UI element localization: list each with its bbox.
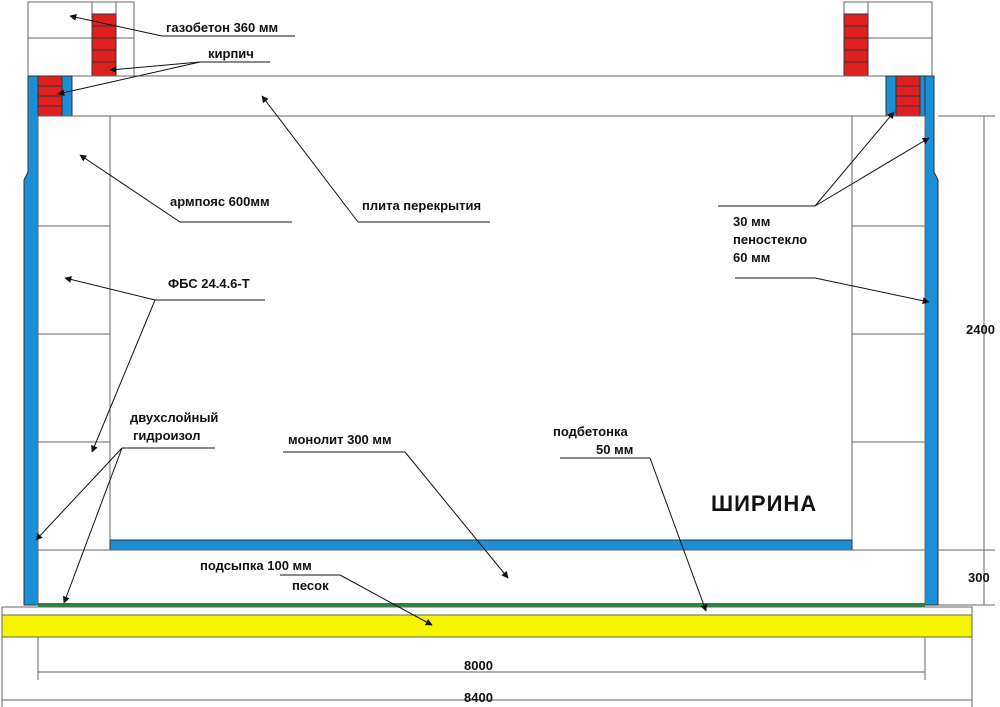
dim-slab-thickness: 300 [968, 570, 990, 585]
brick-slab-right [885, 75, 926, 117]
label-waterproofing-2: гидроизол [133, 428, 201, 443]
dim-wall-height: 2400 [966, 322, 995, 337]
aerated-concrete-right [843, 1, 933, 77]
floor-slab [71, 75, 887, 117]
aerated-concrete-left [27, 1, 135, 77]
label-monolith: монолит 300 мм [288, 432, 392, 447]
label-floor-slab: плита перекрытия [362, 198, 482, 213]
label-sand-bedding-2: песок [292, 578, 329, 593]
brick-top-left [91, 13, 117, 77]
waterproofing-layer [38, 603, 925, 607]
label-brick: кирпич [208, 46, 254, 61]
label-ring-beam: армпояс 600мм [170, 194, 270, 209]
label-width-title: ШИРИНА [711, 491, 818, 516]
foam-glass-right [924, 75, 939, 606]
monolith-slab [37, 549, 926, 605]
fbs-wall-left [37, 115, 111, 551]
label-foam-glass-2: пеностекло [733, 232, 808, 247]
sub-concrete [1, 606, 973, 616]
leader-lines [35, 13, 930, 626]
label-fbs-block: ФБС 24.4.6-Т [168, 276, 250, 291]
label-foam-glass-1: 30 мм [733, 214, 771, 229]
foam-glass-left [23, 75, 39, 606]
label-waterproofing-1: двухслойный [130, 410, 219, 425]
label-sand-bedding-1: подсыпка 100 мм [200, 558, 312, 573]
label-sub-concrete-1: подбетонка [553, 424, 628, 439]
label-aerated-concrete: газобетон 360 мм [166, 20, 279, 35]
label-foam-glass-3: 60 мм [733, 250, 771, 265]
label-sub-concrete-2: 50 мм [596, 442, 634, 457]
dimension-lines [1, 115, 995, 707]
sand-bedding [1, 614, 973, 638]
brick-top-right [843, 13, 869, 77]
dim-inner-width: 8000 [464, 658, 493, 673]
fbs-wall-right [851, 115, 926, 551]
dim-outer-width: 8400 [464, 690, 493, 705]
brick-slab-left [37, 75, 73, 117]
